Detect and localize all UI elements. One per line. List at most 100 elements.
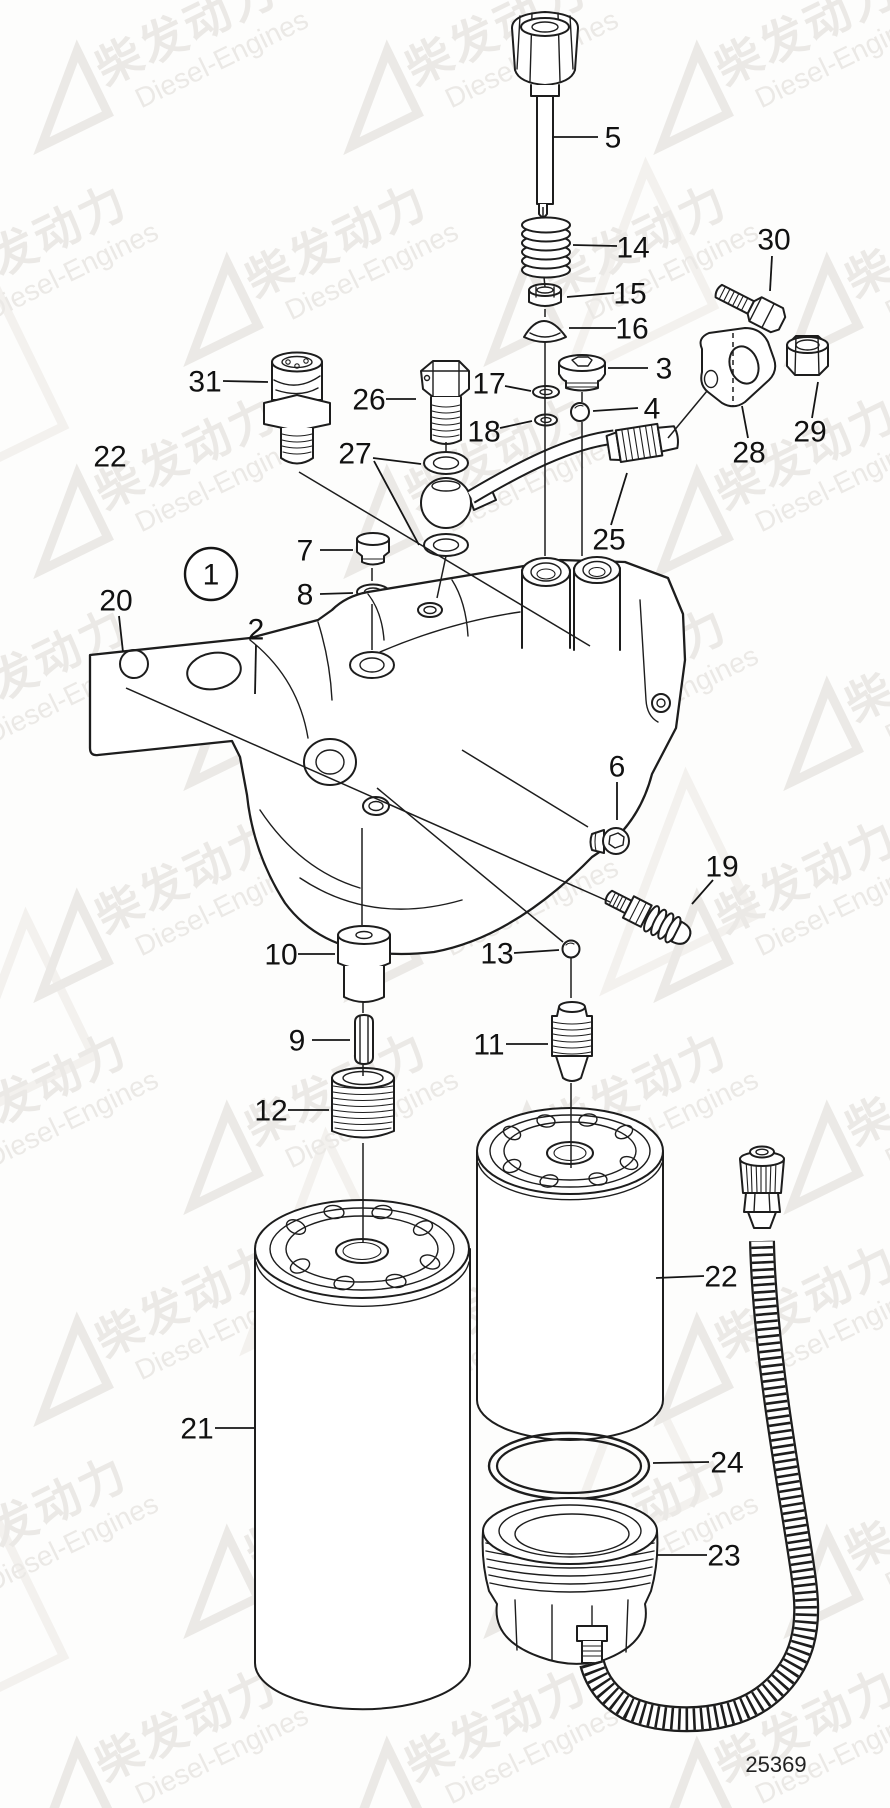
watermark-logo-icon — [343, 1735, 424, 1808]
callout-label-19: 19 — [705, 851, 738, 884]
callout-label-8: 8 — [297, 579, 314, 612]
part-21-filter-drawing — [254, 1199, 471, 1711]
callout-label-26: 26 — [352, 384, 385, 417]
callout-label-20: 20 — [99, 585, 132, 618]
parts-drawings — [88, 11, 829, 1733]
watermark-logo-large — [0, 1506, 70, 1737]
callout-leader-19 — [691, 879, 714, 905]
part-17-washer-drawing — [532, 385, 560, 399]
callout-label-9: 9 — [289, 1025, 306, 1058]
callout-label-22: 22 — [93, 441, 126, 474]
part-10-piston-drawing — [337, 925, 391, 1003]
part-24-oring-drawing — [487, 1431, 651, 1501]
callout-label-14: 14 — [616, 232, 649, 265]
callout-label-15: 15 — [613, 278, 646, 311]
part-5-knob-drawing — [511, 11, 579, 218]
callout-label-7: 7 — [297, 535, 314, 568]
callout-label-21: 21 — [180, 1413, 213, 1446]
drawing-number: 25369 — [745, 1752, 806, 1777]
callout-leader-18 — [499, 420, 533, 429]
part-16-cone-drawing — [523, 320, 567, 343]
watermark-logo-icon — [33, 39, 114, 156]
watermark-logo-icon — [33, 887, 114, 1004]
watermark-logo-icon — [653, 463, 734, 580]
callout-leader-29 — [811, 381, 819, 419]
part-28-bracket-drawing — [699, 327, 777, 408]
watermark-logo-icon — [653, 1735, 734, 1808]
callout-leader-15 — [566, 292, 615, 298]
part-6-plug-drawing — [589, 827, 630, 855]
part-11-nipple-drawing — [551, 1001, 593, 1082]
part-19-sensor-drawing — [604, 889, 692, 945]
callout-leader-13 — [513, 949, 560, 954]
watermark-logo-icon — [33, 463, 114, 580]
callout-leader-27 — [373, 460, 420, 546]
callout-leader-20 — [118, 615, 124, 653]
callout-leader-22 — [655, 1275, 705, 1279]
callout-label-27: 27 — [338, 438, 371, 471]
watermark-logo-icon — [653, 39, 734, 156]
part-31-connector-drawing — [263, 351, 331, 465]
assembly-line — [436, 555, 447, 599]
assembly-line — [543, 276, 546, 288]
watermark-logo-icon — [33, 1735, 114, 1808]
callout-label-28: 28 — [732, 437, 765, 470]
part-14-spring-drawing — [521, 216, 571, 279]
part-13-ball-drawing — [561, 939, 581, 959]
assembly-lines-layer — [125, 207, 734, 1243]
callout-leader-25 — [610, 472, 628, 526]
callout-leader-28 — [741, 405, 749, 439]
watermark-logo-icon — [183, 1099, 264, 1216]
callout-label-17: 17 — [472, 368, 505, 401]
callout-label-6: 6 — [609, 751, 626, 784]
part-9-pin-drawing — [354, 1014, 374, 1065]
callout-leader-31 — [222, 380, 269, 383]
part-22-filter-drawing — [476, 1107, 664, 1441]
watermark-logo-icon — [343, 39, 424, 156]
watermark-logo-icon — [783, 1099, 864, 1216]
watermark-logo-icon — [183, 1523, 264, 1640]
watermark-logo-icon — [783, 675, 864, 792]
assembly-line — [376, 787, 564, 943]
callout-label-18: 18 — [467, 416, 500, 449]
watermark-logo-large — [559, 156, 720, 387]
watermark-logo-icon — [653, 1311, 734, 1428]
callout-label-2: 2 — [248, 614, 265, 647]
callout-circle-1 — [183, 546, 239, 602]
watermark-logo-icon — [183, 251, 264, 368]
callout-label-24: 24 — [710, 1447, 743, 1480]
part-4-ball-drawing — [570, 402, 590, 422]
part-23-bowl-drawing — [481, 1497, 659, 1665]
part-7-plug-drawing — [356, 532, 390, 566]
callout-label-5: 5 — [605, 122, 622, 155]
callout-leader-8 — [319, 592, 354, 595]
part-30-screw-drawing — [714, 283, 787, 334]
callout-label-31: 31 — [188, 366, 221, 399]
callout-label-13: 13 — [480, 938, 513, 971]
watermark-logo-icon — [653, 887, 734, 1004]
callout-label-3: 3 — [656, 353, 673, 386]
callout-label-29: 29 — [793, 416, 826, 449]
callout-leader-27 — [372, 457, 422, 465]
hose-connector-drawing — [739, 1145, 785, 1229]
part-26-banjo-screw-drawing — [420, 360, 470, 445]
assembly-line — [667, 390, 708, 439]
callout-leader-17 — [504, 385, 532, 392]
assembly-line — [461, 749, 589, 828]
watermark-logo-icon — [33, 1311, 114, 1428]
part-29-nut-drawing — [786, 335, 829, 376]
watermark-cn-text: 柴发动力 — [837, 598, 890, 731]
assembly-line — [298, 471, 591, 647]
callout-label-22: 22 — [704, 1261, 737, 1294]
callout-leader-14 — [572, 244, 618, 247]
callout-leader-24 — [652, 1461, 710, 1464]
watermark-cn-text: 柴发动力 — [837, 174, 890, 307]
callout-label-30: 30 — [757, 224, 790, 257]
callout-leader-4 — [592, 407, 639, 412]
